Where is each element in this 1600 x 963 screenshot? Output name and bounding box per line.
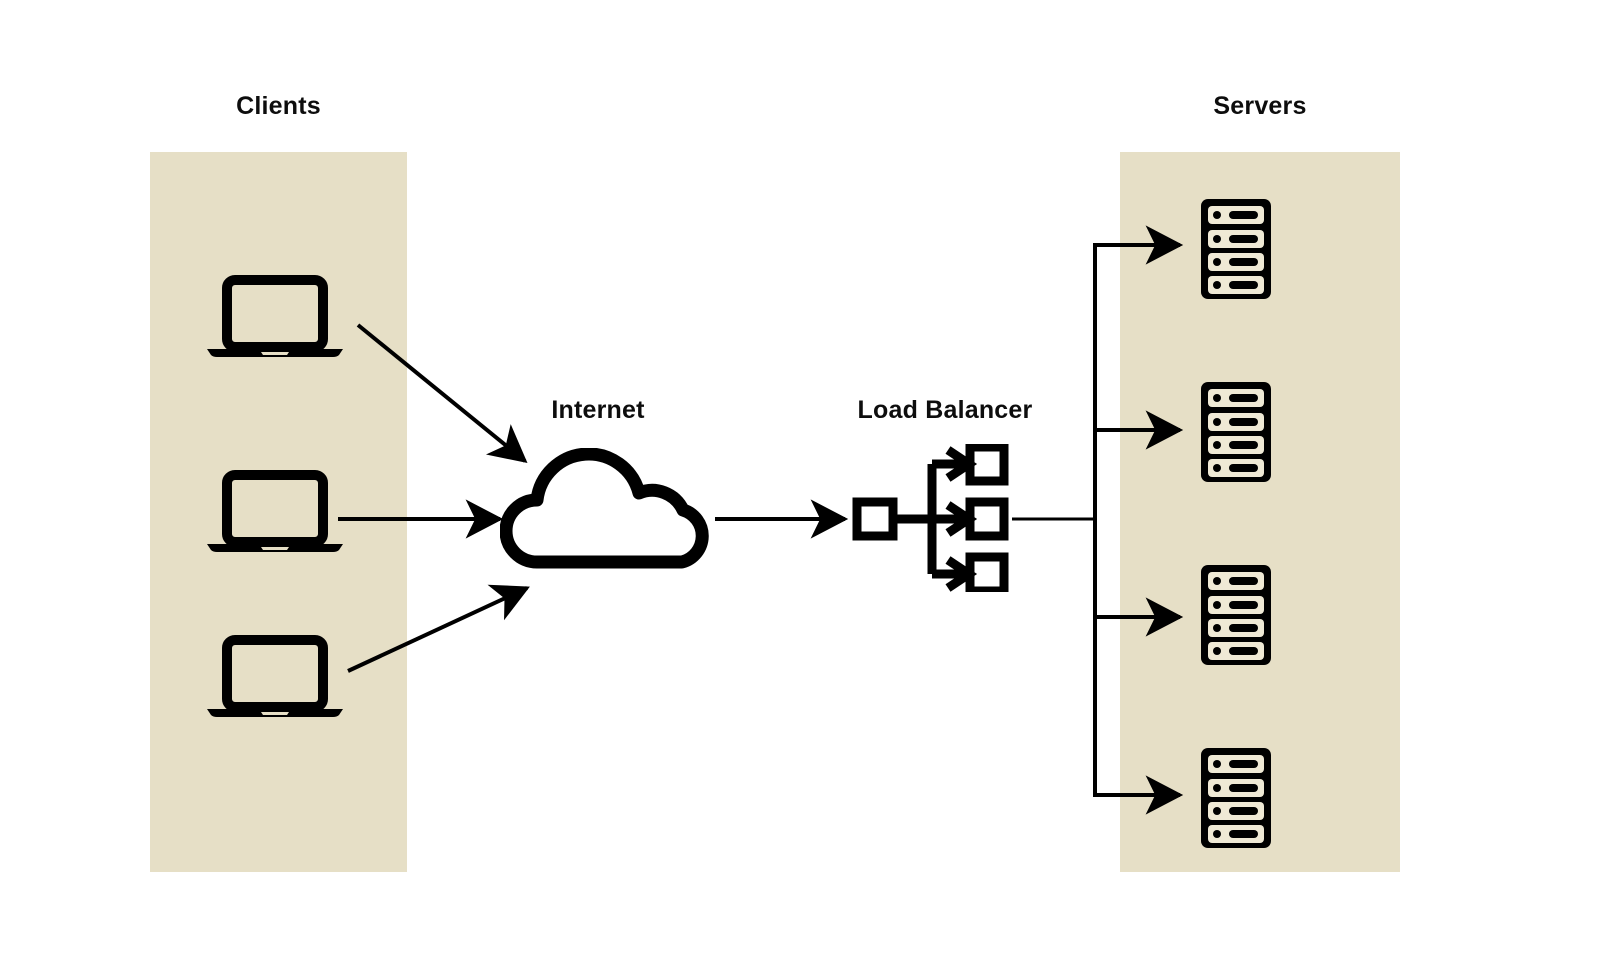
client-laptop-3[interactable] <box>205 635 345 717</box>
server-rack-1[interactable] <box>1198 196 1274 302</box>
internet-cloud[interactable] <box>499 447 715 570</box>
laptop-icon <box>207 635 343 717</box>
server-rack-2[interactable] <box>1198 379 1274 485</box>
clients-zone-background <box>150 152 407 872</box>
load-balancer-icon <box>852 442 1009 596</box>
load-balancer-label: Load Balancer <box>857 396 1033 424</box>
client-laptop-2[interactable] <box>205 470 345 552</box>
internet-label: Internet <box>551 396 645 424</box>
server-icon <box>1201 748 1271 848</box>
server-icon <box>1201 382 1271 482</box>
laptop-icon <box>207 470 343 552</box>
server-rack-3[interactable] <box>1198 562 1274 668</box>
clients-zone-title: Clients <box>236 92 321 120</box>
server-icon <box>1201 565 1271 665</box>
server-rack-4[interactable] <box>1198 745 1274 851</box>
client-laptop-1[interactable] <box>205 275 345 357</box>
server-icon <box>1201 199 1271 299</box>
laptop-icon <box>207 275 343 357</box>
cloud-icon <box>499 447 709 569</box>
load-balancer[interactable] <box>852 442 1010 596</box>
servers-zone-title: Servers <box>1213 92 1307 120</box>
